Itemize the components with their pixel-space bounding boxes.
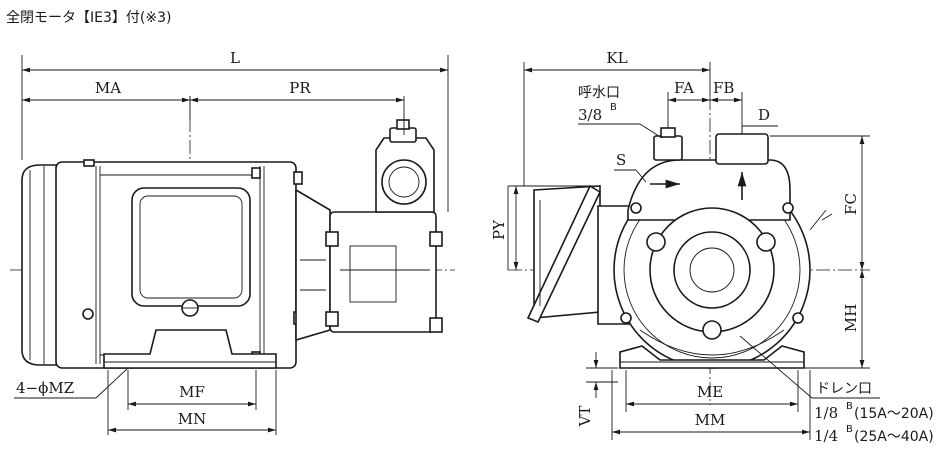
dim-FA: FA xyxy=(674,79,694,97)
drain-label: ドレン口 xyxy=(816,381,872,397)
front-view: KL FA FB D 呼水口 3/8 B S PY FC MH xyxy=(490,49,934,445)
drawing-title: 全閉モータ【IE3】付(※3) xyxy=(6,9,171,26)
priming-port-label: 呼水口 xyxy=(578,85,620,101)
bolt-hole xyxy=(646,232,666,252)
drain-range-2: (25A～40A) xyxy=(854,429,934,445)
dim-ME: ME xyxy=(697,383,723,401)
dim-MN: MN xyxy=(178,410,206,428)
terminal-box xyxy=(131,187,251,307)
drain-size-1-suffix: B xyxy=(846,401,853,412)
drain-size-1: 1/8 xyxy=(814,404,838,422)
outlet-boss xyxy=(715,133,769,165)
dim-FC: FC xyxy=(842,193,860,215)
priming-plug-front xyxy=(653,135,683,161)
dim-VT: VT xyxy=(576,406,594,428)
dim-MM: MM xyxy=(695,411,726,429)
dim-MZ: 4−ϕMZ xyxy=(16,379,74,397)
bolt-hole xyxy=(756,232,776,252)
priming-port-size: 3/8 xyxy=(578,106,602,124)
priming-port-size-suffix: B xyxy=(610,102,617,113)
dim-MF: MF xyxy=(179,383,205,401)
pump-casing xyxy=(329,211,437,333)
dim-KL: KL xyxy=(606,49,627,67)
motor-end-cover xyxy=(21,164,59,366)
motor-foot xyxy=(103,329,277,369)
dim-FB: FB xyxy=(713,79,734,97)
dim-PY: PY xyxy=(490,219,508,240)
drain-size-2: 1/4 xyxy=(814,427,838,445)
side-view: L MA PR MF MN 4−ϕMZ xyxy=(10,49,455,435)
nameplate-screw-icon xyxy=(82,308,94,320)
priming-plug xyxy=(389,127,417,143)
pump-bracket xyxy=(295,188,331,342)
rotation-mark-icon xyxy=(809,209,833,231)
pump-volute xyxy=(627,159,791,221)
dim-D: D xyxy=(758,106,770,124)
dim-PR: PR xyxy=(289,79,311,97)
dim-S: S xyxy=(616,151,626,169)
drain-range-1: (15A～20A) xyxy=(854,406,934,422)
drain-size-2-suffix: B xyxy=(846,424,853,435)
motor-foot-front xyxy=(619,345,805,369)
dim-L: L xyxy=(230,49,240,67)
bolt-hole xyxy=(702,320,722,340)
dim-MH: MH xyxy=(842,304,860,332)
dim-MA: MA xyxy=(95,79,121,97)
